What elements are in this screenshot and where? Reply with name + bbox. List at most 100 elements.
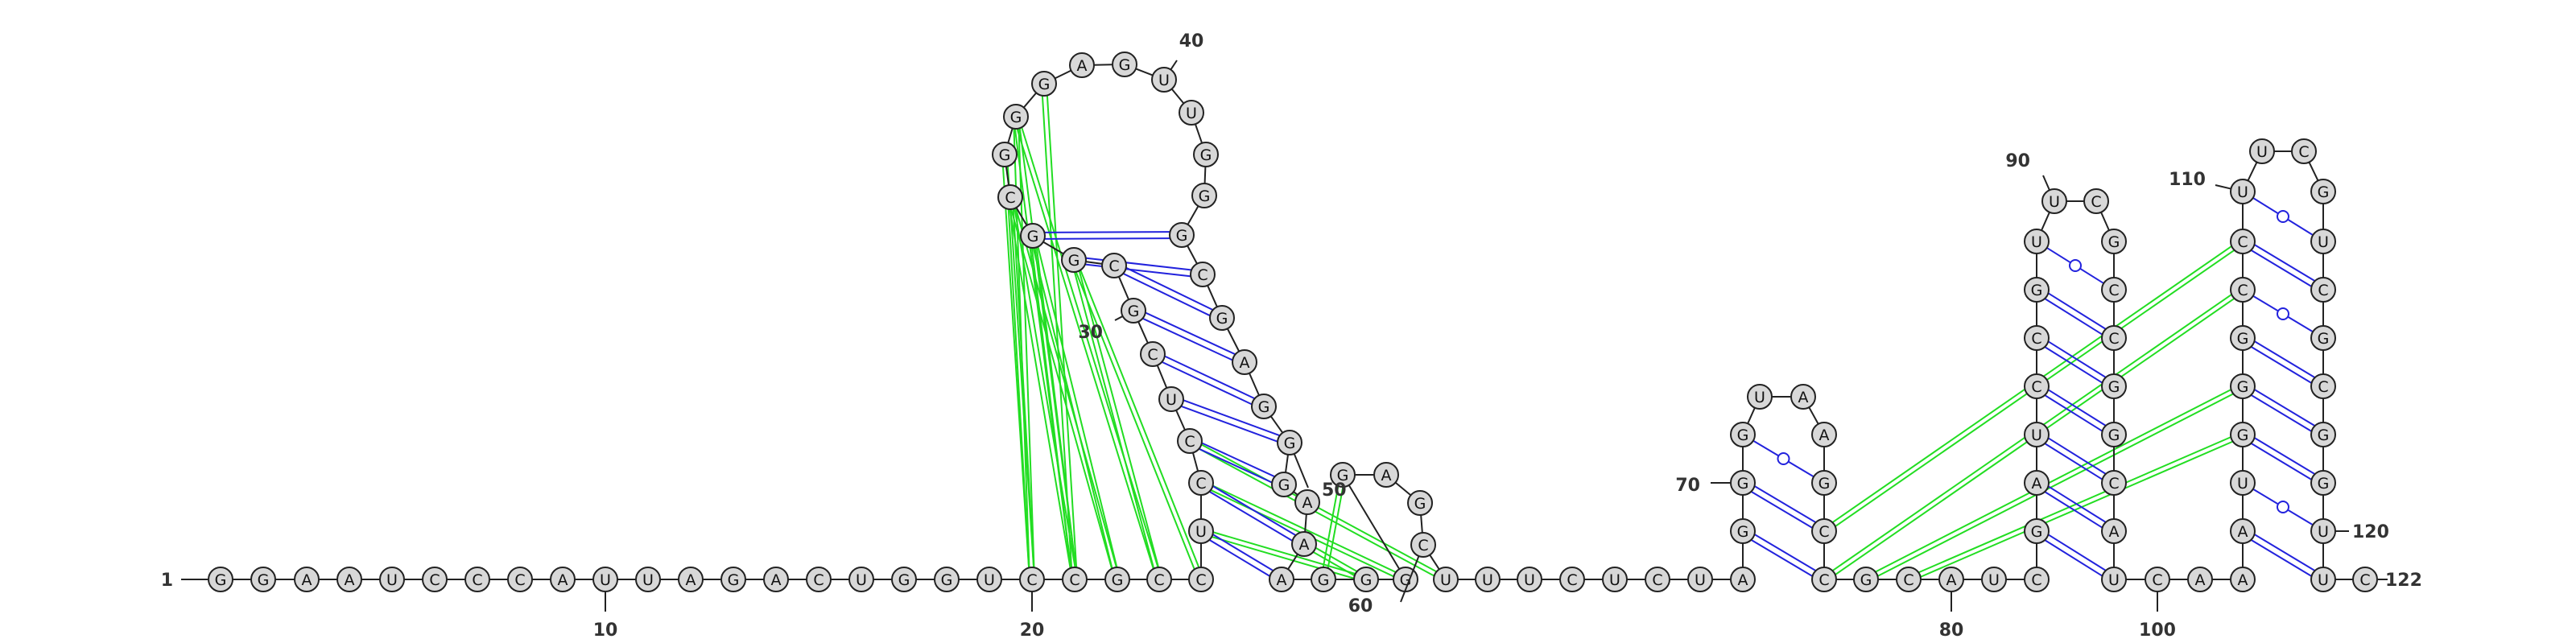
tertiary-interaction-line [1190, 438, 1447, 579]
nucleotide-letter: A [1302, 494, 1313, 512]
nucleotide-circle [720, 567, 746, 592]
position-label-100: 100 [2139, 620, 2176, 641]
nucleotide-letter: G [1278, 476, 1290, 494]
position-tick [1400, 555, 1420, 603]
nucleotide-circle [848, 567, 874, 592]
nucleotide-circle [1061, 247, 1087, 273]
canonical-pair-line [2254, 340, 2315, 378]
nucleotide-circle [1188, 470, 1214, 496]
nucleotide-letter: U [2031, 427, 2042, 444]
nucleotide-circle [1209, 305, 1235, 331]
backbone-link [2041, 212, 2050, 231]
canonical-pair-line [2048, 292, 2106, 330]
tertiary-interactions-layer [1001, 83, 2245, 583]
backbone-link [1055, 69, 1071, 80]
backbone-link [1207, 285, 1218, 307]
nucleotide-letter: C [1195, 571, 1206, 589]
nucleotide-letter: C [2152, 571, 2162, 589]
tertiary-interaction-line [1011, 196, 1121, 579]
nucleotide-circle [1179, 100, 1204, 126]
backbone-link [1170, 88, 1185, 105]
nucleotide-letter: G [1200, 146, 1212, 164]
tertiary-interaction-line [1866, 387, 2244, 583]
nucleotide-letter: C [1184, 433, 1195, 451]
nucleotide-letter: C [1069, 571, 1080, 589]
nucleotide-letter: C [2108, 330, 2119, 348]
backbone-link [1117, 276, 1130, 300]
backbone-link [1194, 123, 1203, 144]
nucleotide-letter: C [2031, 330, 2041, 348]
backbone-link [2247, 162, 2258, 181]
nucleotide-letter: C [472, 571, 482, 589]
nucleotide-circle [1101, 253, 1127, 278]
tertiary-interaction-line [1324, 475, 1346, 580]
backbone-link [1808, 406, 1819, 425]
tertiary-interaction-line [1041, 84, 1074, 580]
nucleotide-circle [2024, 277, 2050, 303]
nucleotide-circle [1353, 567, 1379, 592]
backbone-link [1022, 92, 1038, 109]
nucleotide-letter: G [1038, 76, 1051, 93]
nucleotide-circle [1730, 422, 1756, 447]
nucleotide-letter: A [1277, 571, 1287, 589]
nucleotide-letter: C [2318, 282, 2328, 299]
nucleotide-letter: G [1216, 310, 1228, 328]
nucleotide-letter: C [1005, 189, 1015, 207]
canonical-pair-line [2045, 539, 2103, 577]
nucleotide-circle [1112, 52, 1137, 77]
nucleotide-circle [1158, 386, 1184, 412]
tertiary-interaction-line [1011, 196, 1078, 579]
nucleotide-circle [2083, 188, 2109, 214]
nucleotide-circle [1517, 567, 1542, 592]
backbone-link [1187, 245, 1198, 265]
nucleotide-circle [1277, 430, 1302, 455]
backbone-link [2308, 162, 2319, 181]
backbone-link [1191, 452, 1199, 472]
nucleotide-circle [2187, 567, 2213, 592]
nucleotide-circle [2310, 325, 2336, 351]
nucleotide-circle [678, 567, 704, 592]
backbone-link [1394, 481, 1412, 497]
nucleotide-letter: C [1903, 571, 1913, 589]
tertiary-interaction-line [1864, 383, 2243, 579]
position-label-10: 10 [593, 620, 618, 641]
nucleotide-circle [1193, 142, 1219, 167]
nucleotide-letter: A [302, 571, 312, 589]
nucleotide-letter: G [1414, 495, 1426, 513]
canonical-pair-line [1209, 539, 1270, 577]
nucleotide-letter: U [1440, 571, 1451, 589]
nucleotide-circle [2310, 567, 2336, 592]
canonical-pair-line [1162, 361, 1253, 406]
tertiary-interaction-line [1007, 197, 1074, 580]
nucleotide-letter: C [2298, 143, 2309, 161]
nucleotide-circle [2310, 179, 2336, 204]
backbone-link [1015, 207, 1028, 226]
canonical-pair-line [2251, 249, 2312, 287]
nucleotide-circle [2230, 567, 2256, 592]
nucleotide-letter: C [2091, 193, 2101, 211]
nucleotide-circle [1433, 567, 1459, 592]
tertiary-interaction-line [1007, 197, 1117, 581]
nucleotide-circle [1003, 104, 1029, 130]
nucleotide-letter: G [2318, 427, 2330, 444]
nucleotide-letter: A [1381, 467, 1392, 484]
tertiary-interaction-line [1909, 435, 2244, 583]
backbone-link [1175, 410, 1186, 431]
canonical-pair-line [2048, 437, 2106, 475]
canonical-pair-line [1199, 448, 1273, 484]
canonical-pair-line [1751, 491, 1813, 529]
backbone-link [1287, 554, 1298, 570]
nucleotide-circle [2101, 229, 2127, 254]
canonical-pair-line [1754, 485, 1816, 523]
nucleotide-circle [2310, 229, 2336, 254]
nucleotide-circle [2310, 373, 2336, 399]
nucleotide-circle [2024, 325, 2050, 351]
tertiary-interaction-line [1075, 258, 1162, 579]
nucleotide-circle [1232, 349, 1257, 375]
nucleotide-circle [635, 567, 661, 592]
nucleotide-circle [1853, 567, 1879, 592]
nucleotide-letter: U [386, 571, 398, 589]
nucleotide-circle [1559, 567, 1585, 592]
nucleotide-letter: G [2108, 233, 2120, 251]
nucleotide-letter: C [1154, 571, 1164, 589]
